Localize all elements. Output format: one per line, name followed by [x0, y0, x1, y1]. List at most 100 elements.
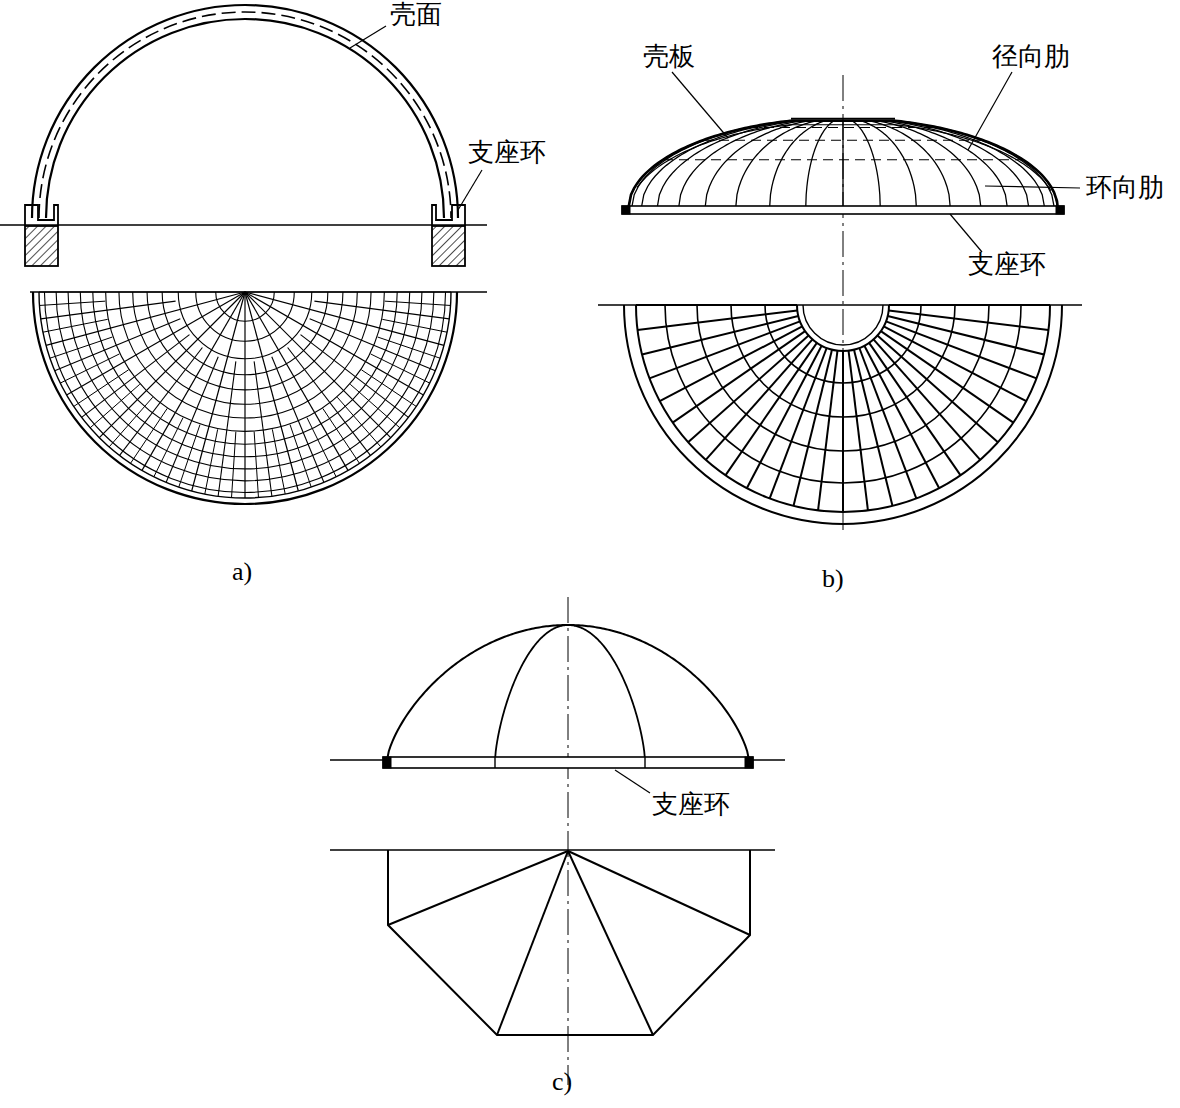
ribbed-dome-elevation [622, 75, 1064, 530]
radial-rib [883, 121, 1008, 210]
radial-rib [307, 418, 336, 477]
radial-rib [39, 291, 245, 292]
label-text: 支座环 [468, 137, 546, 167]
label-text: 壳板 [643, 41, 695, 71]
radial-rib [636, 304, 797, 306]
axis-line [568, 597, 569, 1085]
part-label: 径向肋 [992, 42, 1070, 71]
center-ring-outer [797, 305, 889, 351]
radial-rib [877, 336, 998, 443]
radial-rib [793, 350, 832, 506]
leader-line [350, 26, 386, 48]
ring-rib [703, 140, 983, 141]
radial-rib [642, 316, 798, 355]
shell-rib-dashes [39, 12, 451, 218]
rib-foot [644, 757, 645, 768]
radial-rib [245, 291, 451, 292]
radial-rib [894, 121, 1055, 210]
radial-rib [60, 354, 119, 383]
radial-rib [725, 343, 816, 476]
radial-rib [854, 350, 893, 506]
center-ring-inner [803, 305, 883, 345]
polygon-outline [388, 850, 750, 1035]
support-wall [25, 226, 58, 266]
radial-rib [39, 301, 105, 305]
radial-rib [43, 319, 108, 332]
radial-rib [881, 331, 1014, 422]
leader-line [985, 186, 1080, 188]
radial-rib [638, 311, 798, 330]
rib [568, 625, 645, 760]
radial-rib [382, 319, 447, 332]
leader-line [615, 770, 650, 793]
ring-rib [748, 127, 938, 128]
radial-rib [109, 397, 153, 447]
figure-caption: b) [822, 565, 844, 594]
radial-rib [688, 336, 809, 443]
part-label: 支座环 [652, 790, 730, 819]
plan-ring [39, 292, 451, 498]
ring-rib [663, 159, 1023, 160]
radial-rib [371, 354, 430, 383]
shell-inner [46, 19, 444, 218]
radial-rib [892, 121, 1045, 210]
part-label: 支座环 [468, 138, 546, 167]
fold-line [497, 851, 568, 1035]
radial-rib [120, 348, 203, 456]
radial-rib [46, 292, 245, 345]
radial-rib [859, 348, 916, 499]
radial-rib [884, 326, 1027, 401]
plan-ring [636, 305, 1050, 512]
radial-rib [192, 292, 245, 491]
base-line [0, 224, 487, 226]
radial-rib [50, 337, 112, 358]
radial-rib [245, 292, 298, 491]
support-ring-end [383, 757, 391, 768]
label-text: 壳面 [390, 0, 442, 29]
support-ring [432, 205, 465, 226]
radial-rib [245, 292, 391, 438]
figure-caption: c) [552, 1068, 572, 1097]
shell-inner [637, 125, 1051, 191]
caption-text: c) [552, 1067, 572, 1096]
plan-outer [33, 292, 457, 504]
radial-rib [769, 121, 825, 210]
radial-rib [678, 121, 803, 210]
leader-line [950, 214, 982, 252]
fold-line [568, 851, 750, 935]
rib-foot [494, 757, 495, 768]
dome-outline [387, 625, 749, 760]
radial-rib [842, 351, 844, 512]
radial-rib [889, 304, 1050, 306]
radial-rib [889, 311, 1049, 330]
radial-rib [74, 370, 129, 407]
radial-rib [806, 121, 834, 210]
leader-line [458, 170, 482, 210]
radial-rib [874, 339, 981, 460]
radial-rib [288, 348, 371, 456]
support-ring-end [745, 757, 753, 768]
radial-rib [747, 346, 822, 489]
radial-rib [818, 351, 837, 511]
radial-rib [290, 425, 311, 487]
leader-lines [350, 26, 1080, 793]
leader-line [672, 72, 728, 138]
section-line [30, 291, 487, 293]
rib [495, 625, 568, 760]
figure-caption: a) [232, 558, 252, 587]
radial-rib [244, 292, 245, 498]
support-ring [25, 205, 58, 226]
radial-rib [301, 335, 409, 418]
radial-rib [876, 121, 981, 210]
radial-rib [628, 121, 791, 210]
ribbed-dome-plan [598, 305, 1082, 524]
support-ring [383, 757, 753, 768]
radial-rib [232, 432, 236, 498]
label-text: 支座环 [652, 789, 730, 819]
radial-rib [385, 301, 451, 305]
support-ring [622, 206, 1064, 214]
radial-rib [649, 321, 800, 378]
radial-rib [272, 429, 285, 494]
support-ring-end [622, 206, 630, 214]
